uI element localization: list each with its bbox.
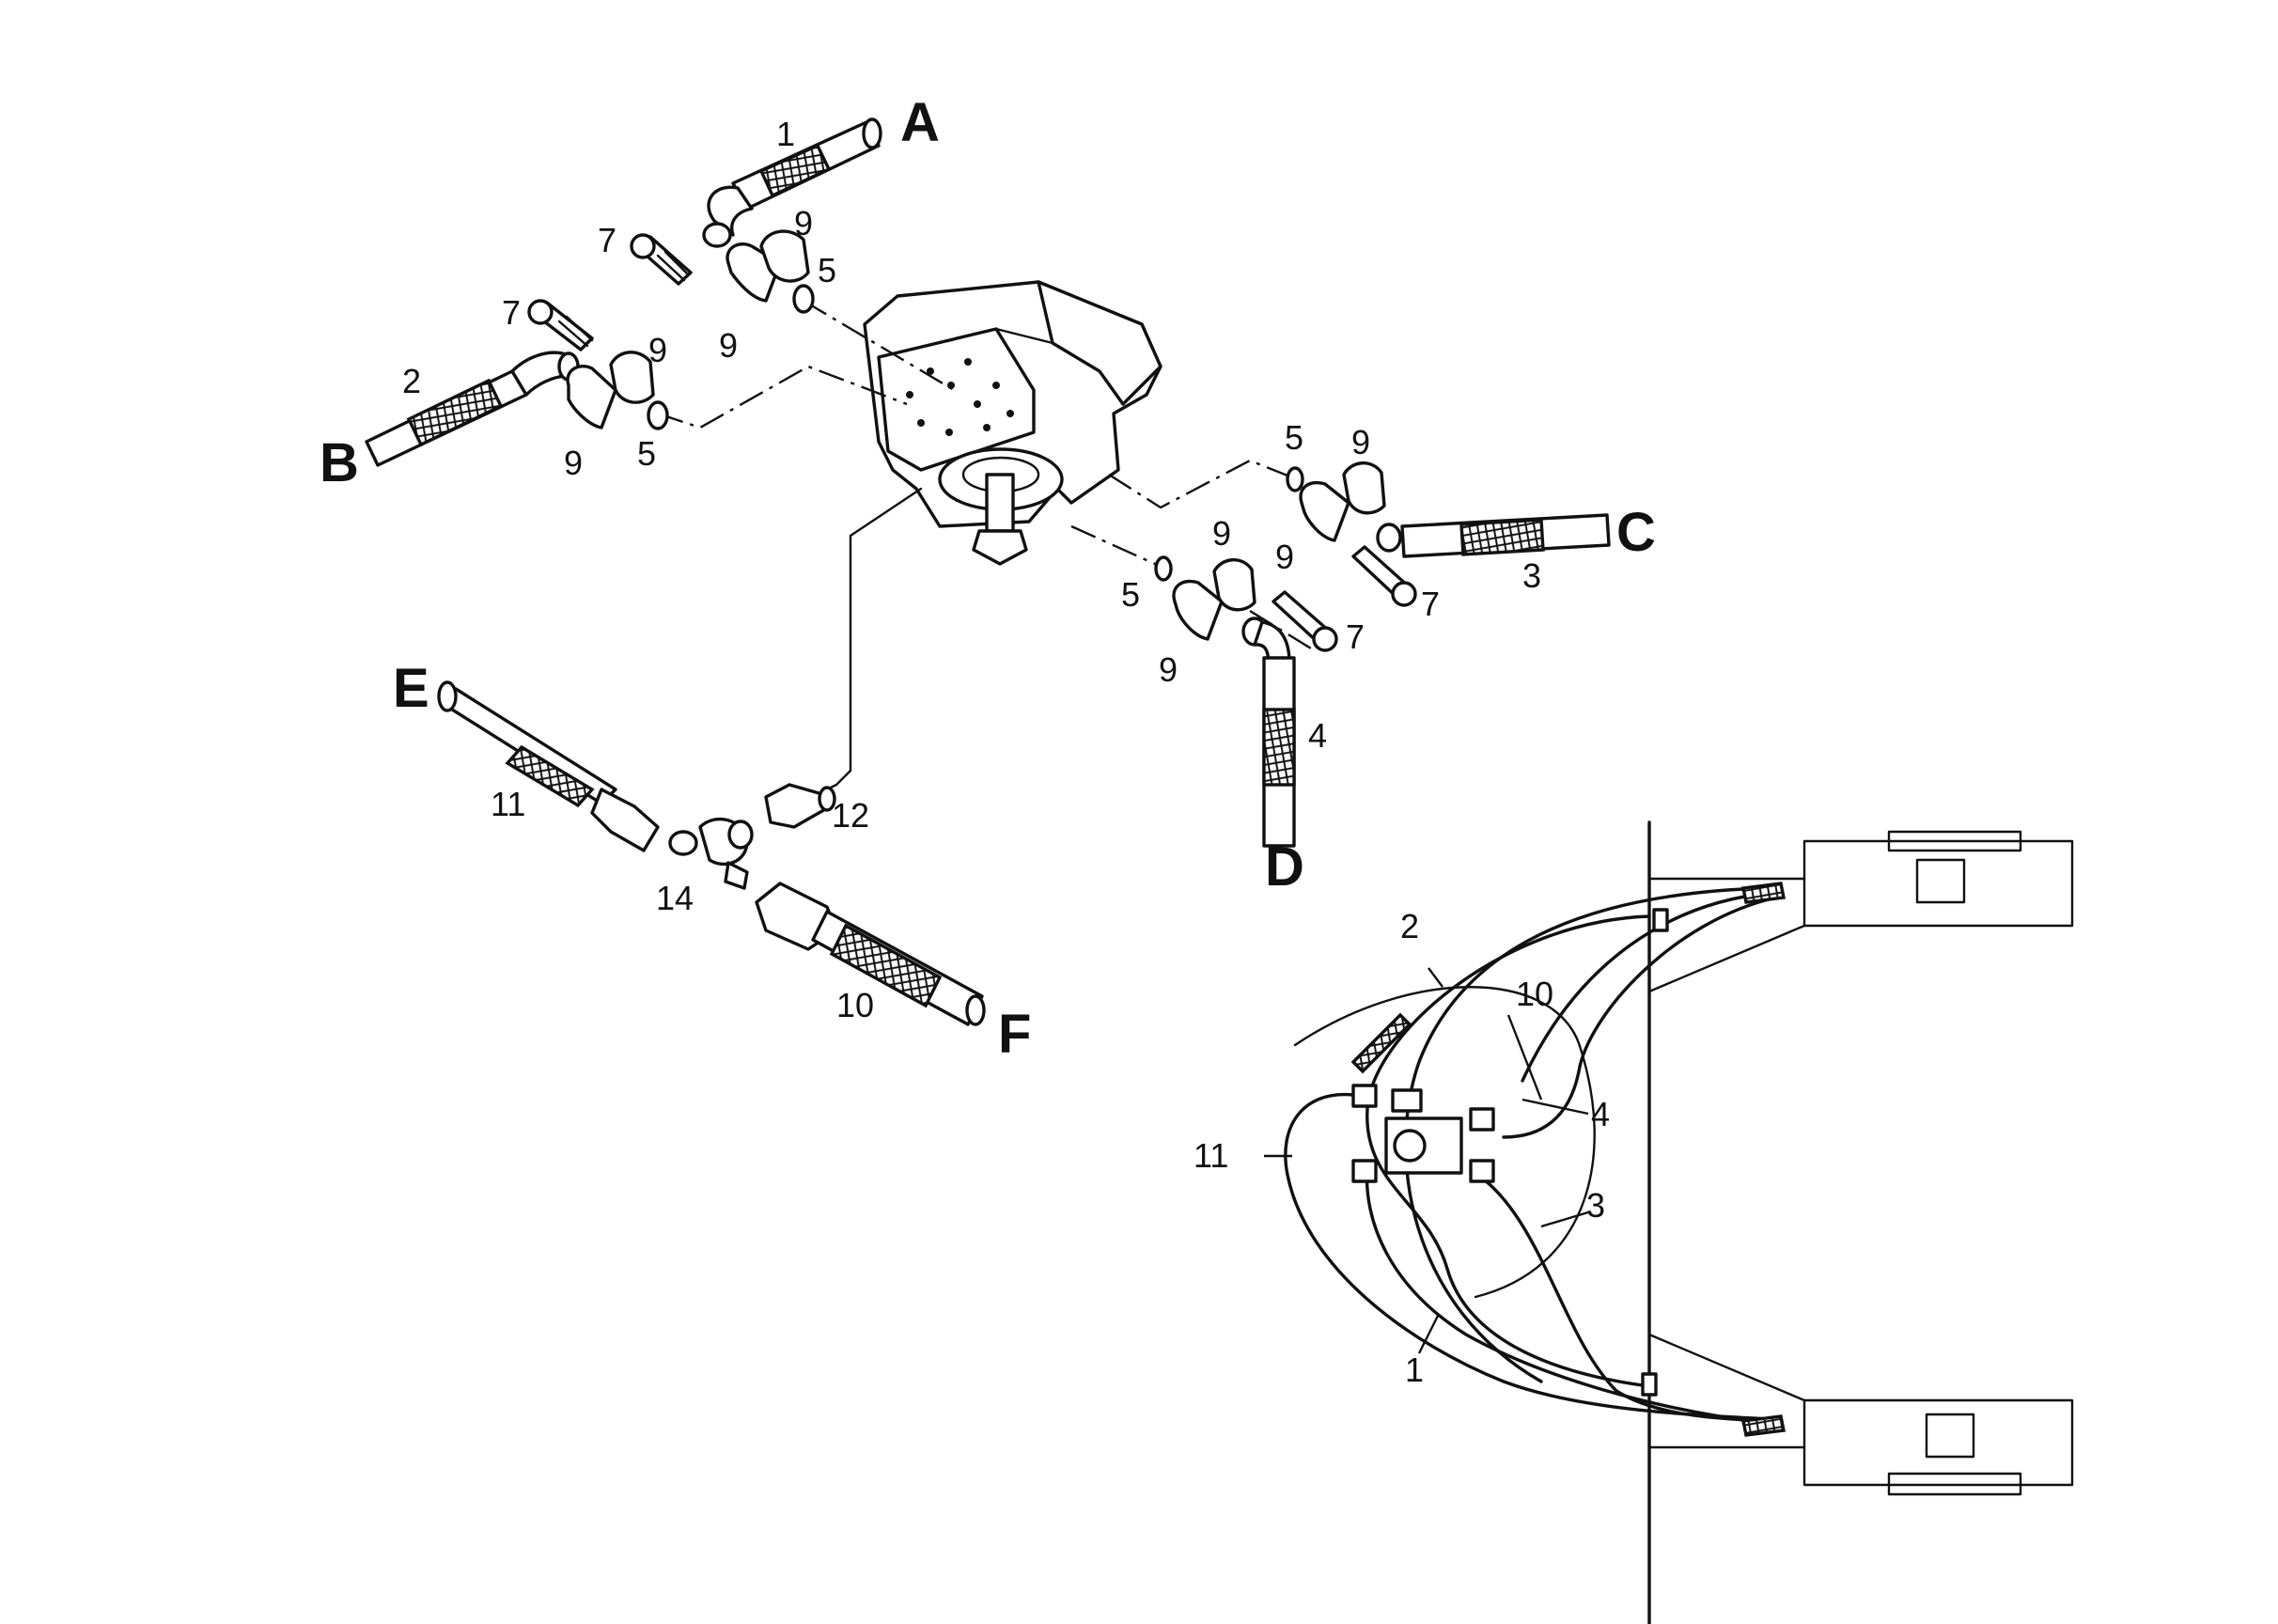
part-label-hose-3: 3 bbox=[1522, 556, 1541, 595]
part-label-clamp-9e: 9 bbox=[1351, 423, 1370, 461]
port-b-label: B bbox=[320, 432, 359, 493]
o-ring-icon bbox=[792, 284, 815, 314]
part-label-oring-5b: 5 bbox=[637, 434, 656, 473]
fitting-12-icon bbox=[764, 783, 829, 829]
clamp-half-icon bbox=[759, 229, 810, 283]
part-label-hose-2: 2 bbox=[402, 362, 421, 400]
routing-label-hose-2: 2 bbox=[1400, 907, 1419, 945]
port-f-label: F bbox=[998, 1004, 1031, 1065]
part-label-clamp-9c: 9 bbox=[648, 331, 667, 369]
part-label-bolt-7d: 7 bbox=[1346, 617, 1365, 656]
port-d-label: D bbox=[1265, 836, 1304, 898]
clamp-half-icon bbox=[1299, 480, 1350, 542]
o-ring-icon bbox=[1286, 466, 1304, 492]
o-ring-icon bbox=[647, 400, 669, 430]
part-label-hose-4: 4 bbox=[1308, 716, 1327, 755]
routing-label-hose-10: 10 bbox=[1516, 975, 1553, 1013]
o-ring-icon bbox=[1154, 555, 1173, 582]
port-a-label: A bbox=[900, 92, 940, 153]
port-e-label: E bbox=[393, 658, 429, 719]
part-label-clamp-9d: 9 bbox=[564, 444, 583, 482]
part-label-oring-5a: 5 bbox=[818, 251, 836, 289]
part-label-bolt-7a: 7 bbox=[598, 221, 616, 259]
part-label-clamp-9f: 9 bbox=[1275, 538, 1294, 576]
hose-10-11-assembly bbox=[437, 680, 986, 1026]
part-label-hose-1: 1 bbox=[776, 115, 795, 153]
routing-label-hose-11: 11 bbox=[1194, 1136, 1228, 1175]
routing-label-hose-1: 1 bbox=[1405, 1351, 1424, 1389]
part-label-oring-5c: 5 bbox=[1285, 418, 1303, 457]
part-label-bolt-7c: 7 bbox=[1421, 585, 1440, 623]
routing-label-hose-3: 3 bbox=[1586, 1186, 1605, 1225]
hose-2-assembly bbox=[365, 299, 669, 467]
routing-label-hose-4: 4 bbox=[1591, 1095, 1610, 1133]
hose-1-assembly bbox=[630, 117, 882, 314]
valve-block bbox=[863, 280, 1162, 566]
port-c-label: C bbox=[1616, 502, 1656, 563]
part-label-clamp-9h: 9 bbox=[1159, 650, 1178, 689]
part-label-clamp-9a: 9 bbox=[794, 204, 813, 242]
part-label-bolt-7b: 7 bbox=[502, 293, 521, 332]
part-label-clamp-9b: 9 bbox=[719, 326, 738, 365]
hose-3-assembly bbox=[1286, 461, 1611, 607]
hose-4-assembly bbox=[1154, 555, 1338, 848]
part-label-tee-14: 14 bbox=[656, 879, 694, 917]
part-label-hose-11: 11 bbox=[491, 785, 525, 823]
clamp-half-icon bbox=[1212, 558, 1256, 612]
part-label-clamp-9g: 9 bbox=[1212, 514, 1231, 553]
clamp-half-icon bbox=[566, 365, 617, 429]
part-label-hose-10: 10 bbox=[836, 986, 874, 1024]
part-label-fitting-12: 12 bbox=[832, 796, 869, 835]
clamp-half-icon bbox=[1342, 461, 1386, 515]
clamp-half-icon bbox=[609, 351, 655, 404]
routing-view bbox=[1264, 820, 2074, 1624]
part-label-oring-5d: 5 bbox=[1121, 575, 1140, 614]
clamp-half-icon bbox=[1172, 579, 1224, 641]
